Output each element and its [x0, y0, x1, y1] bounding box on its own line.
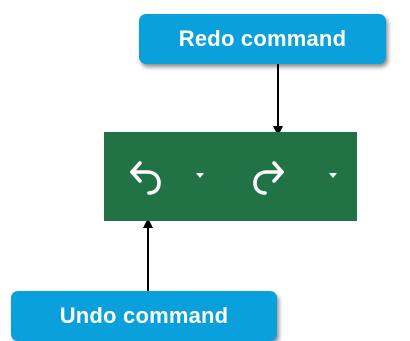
undo-icon [130, 161, 161, 195]
chevron-down-icon [196, 173, 204, 178]
redo-icon [253, 161, 284, 195]
undo-command-label: Undo command [59, 303, 229, 328]
chevron-down-icon [329, 173, 337, 178]
undo-dropdown-button[interactable] [188, 132, 218, 221]
redo-command-callout: Redo command [139, 14, 386, 64]
undo-button[interactable] [104, 132, 188, 221]
redo-command-label: Redo command [178, 26, 347, 51]
undo-command-callout: Undo command [11, 291, 277, 341]
quick-access-toolbar [104, 132, 357, 221]
redo-dropdown-button[interactable] [320, 132, 357, 221]
redo-button[interactable] [228, 132, 320, 221]
